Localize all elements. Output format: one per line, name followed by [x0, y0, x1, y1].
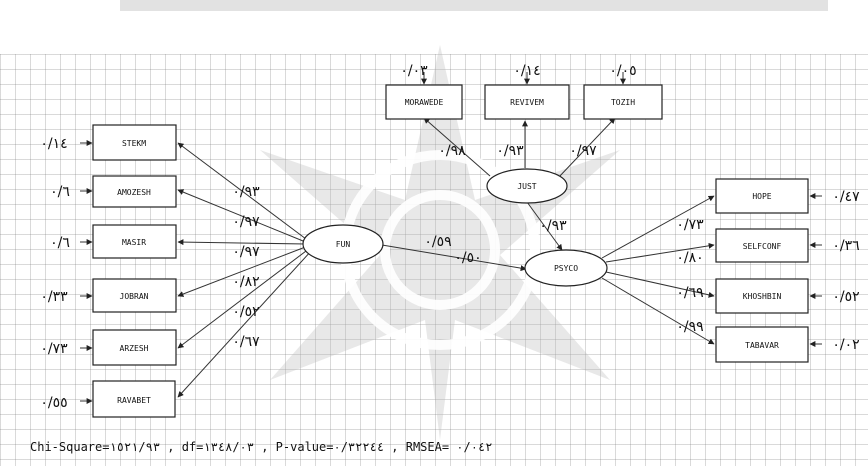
loading-value-stekm: ۰/۹۳ [232, 184, 260, 200]
loading-value-ravabet: ۰/٦۷ [232, 334, 260, 350]
error-value-stekm: ۰/۱٤ [40, 136, 67, 152]
node-label: TABAVAR [745, 341, 779, 350]
path-value-just: ۰/٥۹ [424, 234, 451, 250]
error-value-selfconf: ۰/۳٦ [832, 238, 859, 254]
path-value-fun-psyco: ۰/٥۰ [454, 250, 481, 266]
node-amozesh: AMOZESH [92, 175, 177, 208]
loading-value-jobran: ۰/۸۲ [232, 274, 259, 290]
node-khoshbin: KHOSHBIN [715, 278, 809, 314]
loading-value-amozesh: ۰/۹۷ [232, 214, 260, 230]
latent-fun: FUN [302, 224, 384, 264]
edges [80, 72, 822, 404]
node-label: RAVABET [117, 396, 151, 405]
error-value-ravabet: ۰/٥٥ [40, 395, 67, 411]
edge-just-morawede [423, 117, 491, 177]
error-value-arzesh: ۰/۷۳ [40, 341, 68, 357]
node-morawede: MORAWEDE [385, 84, 463, 120]
loading-value-selfconf: ۰/۸۰ [676, 250, 703, 266]
node-label: MASIR [122, 238, 146, 247]
error-value-amozesh: ۰/٦ [50, 184, 70, 200]
node-ravabet: RAVABET [92, 380, 176, 418]
loading-value-masir: ۰/۹۷ [232, 244, 260, 260]
loading-value-tozih: ۰/۹۷ [569, 143, 597, 159]
node-arzesh: ARZESH [92, 329, 177, 366]
node-label: PSYCO [554, 264, 578, 273]
node-label: FUN [336, 240, 351, 249]
path-value-just-psyco: ۰/۹۳ [539, 218, 567, 234]
error-value-morawede: ۰/۰۳ [400, 63, 428, 79]
node-tozih: TOZIH [583, 84, 663, 120]
node-jobran: JOBRAN [92, 278, 177, 313]
edge-just-tozih [557, 117, 616, 179]
edge-psyco-tabavar [601, 277, 715, 345]
node-label: REVIVEM [510, 98, 544, 107]
fit-statistics: Chi-Square=۱٥۲۱/۹۳ , df=۱۳٤۸/۰۳ , P-valu… [30, 440, 492, 454]
top-bar [120, 0, 828, 11]
edge-psyco-hope [601, 195, 715, 259]
node-label: MORAWEDE [405, 98, 444, 107]
loading-value-morawede: ۰/۹۸ [438, 143, 466, 159]
edge-fun-amozesh [177, 189, 309, 244]
edge-fun-jobran [177, 245, 309, 297]
edge-psyco-khoshbin [605, 271, 715, 298]
node-label: AMOZESH [117, 188, 151, 197]
node-stekm: STEKM [92, 124, 177, 161]
loading-value-revivem: ۰/۹۳ [496, 143, 524, 159]
edge-fun-ravabet [177, 249, 313, 398]
node-tabavar: TABAVAR [715, 326, 809, 363]
error-value-tabavar: ۰/۰۲ [832, 337, 859, 353]
edge-fun-psyco [381, 244, 527, 272]
node-label: JOBRAN [120, 292, 149, 301]
error-value-revivem: ۰/۱٤ [513, 63, 540, 79]
loading-value-khoshbin: ۰/٦۹ [676, 285, 703, 301]
edge-fun-stekm [177, 142, 311, 243]
edge-psyco-selfconf [605, 242, 715, 263]
error-value-khoshbin: ۰/٥۲ [832, 289, 859, 305]
loading-value-hope: ۰/۷۳ [676, 217, 704, 233]
path-values: ۰/٥۹ ۰/۹۳ ۰/٥۰ [424, 218, 567, 266]
error-values: ۰/۰۳ ۰/۱٤ ۰/۰٥ ۰/۱٤ ۰/٦ ۰/٦ ۰/۳۳ ۰/۷۳ ۰/… [40, 63, 860, 411]
error-value-jobran: ۰/۳۳ [40, 289, 68, 305]
node-label: HOPE [752, 192, 771, 201]
node-revivem: REVIVEM [484, 84, 570, 120]
edge-just-psyco [526, 201, 563, 251]
node-label: STEKM [122, 139, 146, 148]
latent-just: JUST [486, 168, 568, 204]
loading-values: ۰/۹۳ ۰/۹۷ ۰/۹۷ ۰/۸۲ ۰/٥۲ ۰/٦۷ ۰/۹۸ ۰/۹۳ … [232, 143, 704, 350]
node-masir: MASIR [92, 224, 177, 259]
error-value-hope: ۰/٤۷ [832, 189, 860, 205]
edge-fun-masir [177, 239, 307, 246]
error-value-tozih: ۰/۰٥ [609, 63, 636, 79]
node-label: SELFCONF [743, 242, 782, 251]
node-label: JUST [517, 182, 536, 191]
error-value-masir: ۰/٦ [50, 235, 70, 251]
node-selfconf: SELFCONF [715, 228, 809, 263]
node-label: KHOSHBIN [743, 292, 782, 301]
latent-psyco: PSYCO [524, 249, 608, 287]
loading-value-arzesh: ۰/٥۲ [232, 304, 259, 320]
node-label: TOZIH [611, 98, 635, 107]
node-label: ARZESH [120, 344, 149, 353]
edge-fun-arzesh [177, 247, 311, 349]
loading-value-tabavar: ۰/۹۹ [676, 319, 703, 335]
node-hope: HOPE [715, 178, 809, 214]
